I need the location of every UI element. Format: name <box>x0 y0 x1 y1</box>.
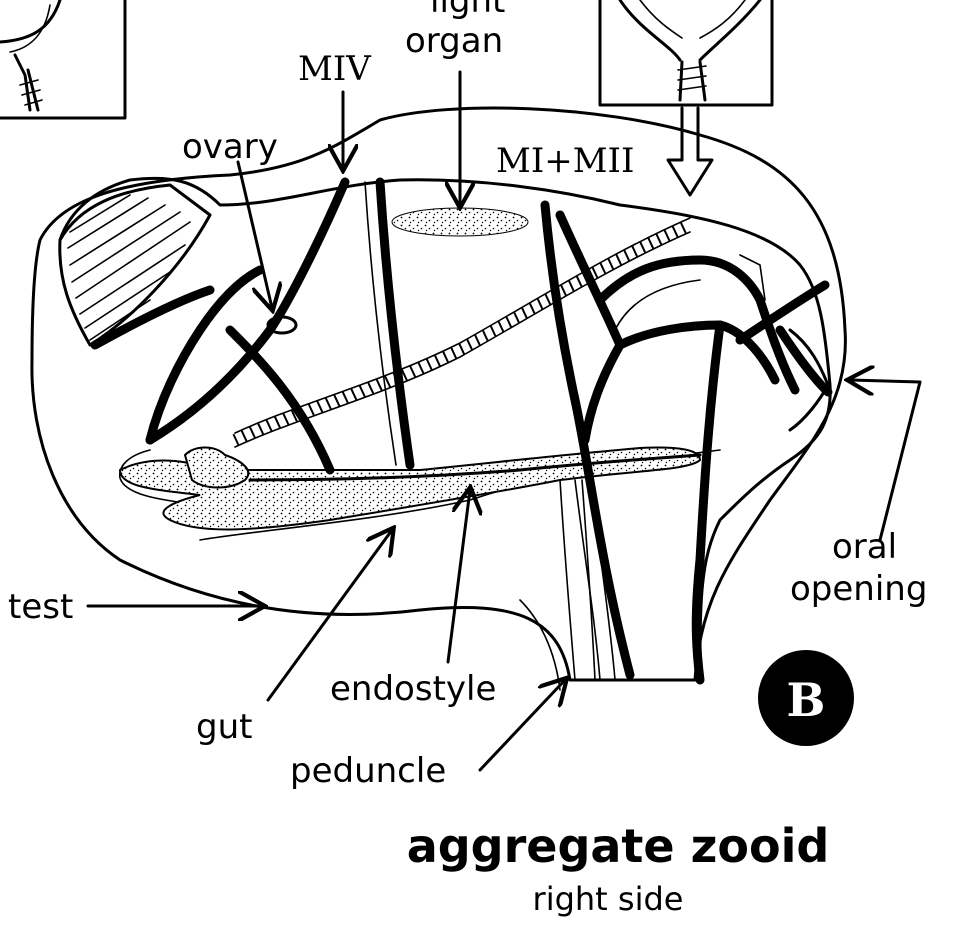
light-organ-label-line2: organ <box>405 21 503 61</box>
diagram-subtitle: right side <box>533 880 684 918</box>
endostyle-band <box>248 453 702 482</box>
peduncle-label: peduncle <box>290 751 446 791</box>
ovary-label: ovary <box>182 127 278 167</box>
test-label: test <box>8 587 73 627</box>
test-outline <box>30 106 847 682</box>
oral-opening-label-line2: opening <box>790 569 927 609</box>
panel-badge-letter: B <box>787 673 826 727</box>
light-organ-label-line1: light <box>430 0 505 21</box>
body-outline <box>58 176 832 682</box>
peduncle-lines <box>559 479 596 681</box>
inset-pointer-arrow <box>666 106 714 197</box>
diagram-title: aggregate zooid <box>407 819 830 873</box>
muscle-striations <box>58 183 212 347</box>
mi-mii-label: MI+MII <box>496 141 634 181</box>
gut-label: gut <box>196 707 252 747</box>
oral-opening-label-line1: oral <box>832 527 897 567</box>
muscle-bands <box>90 177 833 685</box>
inset-right <box>598 0 774 107</box>
label-arrows <box>86 70 922 772</box>
inset-left <box>0 0 127 120</box>
coiled-tube <box>232 219 693 446</box>
light-organ <box>391 207 529 237</box>
endostyle-label: endostyle <box>330 669 496 709</box>
miv-label: MIV <box>298 49 372 89</box>
panel-badge <box>758 650 854 746</box>
